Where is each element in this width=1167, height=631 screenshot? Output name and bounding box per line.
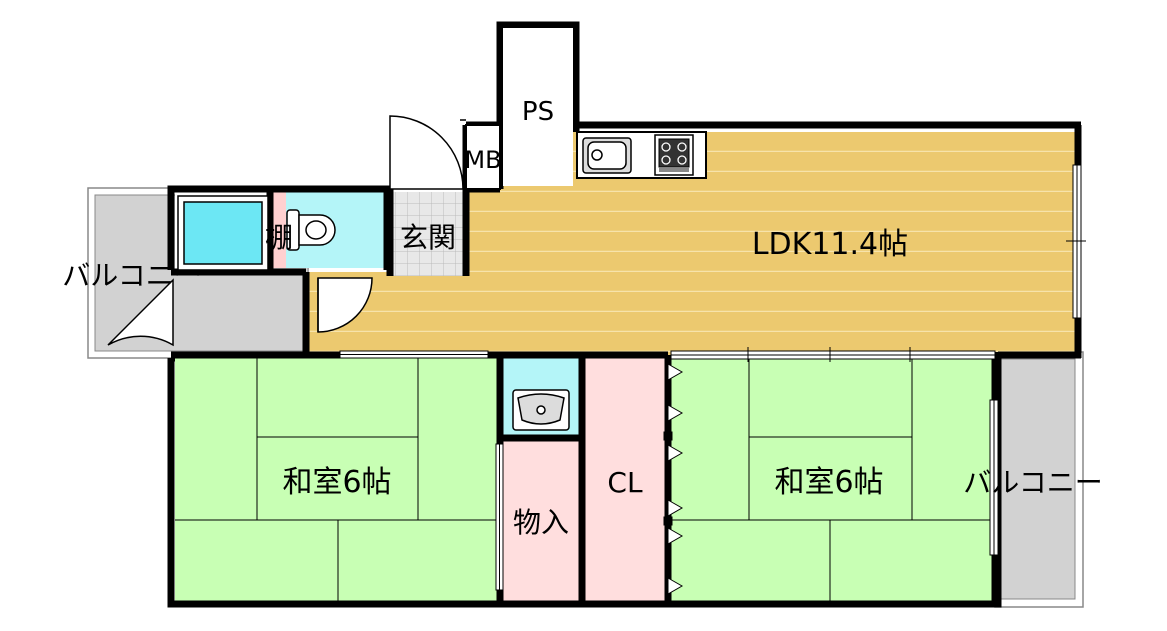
stove-icon [654,134,694,176]
monoire-floor [500,438,582,601]
door-swing-icon [107,115,466,347]
washitsu-right-floor [668,358,995,601]
label-ps: PS [522,97,554,127]
label-balcony-right: バルコニー [963,466,1102,499]
closet-folding-doors [663,363,684,595]
label-cl: CL [607,466,643,499]
sliding-door-icon [339,164,1086,591]
label-monoire: 物入 [513,506,569,539]
toilet-icon [286,209,336,251]
sink-icon [582,137,632,174]
bathtub-icon [177,195,269,271]
wash-basin-icon [512,389,570,431]
ps-box [503,28,573,186]
label-mb: MB [464,146,501,174]
tatami-lines-right [668,358,995,601]
label-ldk: LDK11.4帖 [752,227,908,262]
label-washitsu-left: 和室6帖 [282,465,391,500]
mb-box [465,124,501,190]
cl-floor [582,358,668,601]
label-washitsu-right: 和室6帖 [774,465,883,500]
genkan-floor [390,192,466,276]
tana-floor [272,192,286,268]
label-tana: 棚 [265,221,293,254]
label-genkan: 玄関 [400,221,456,254]
label-balcony-left: バルコニー [62,259,201,292]
tatami-lines-left [175,358,500,601]
